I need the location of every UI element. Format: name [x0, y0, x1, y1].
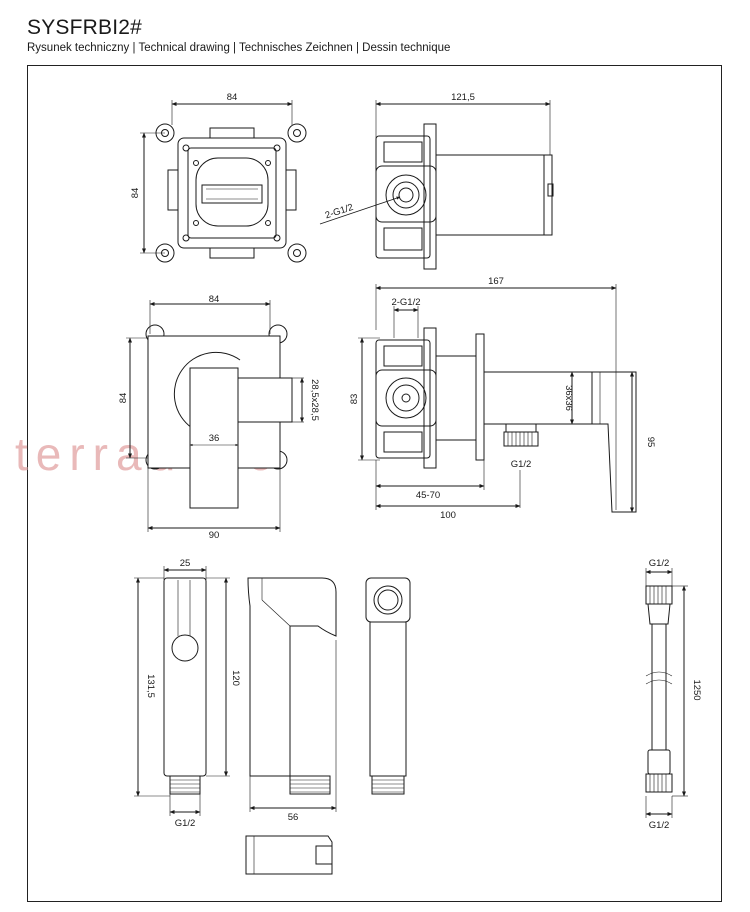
dim-hose-top: G1/2 [649, 558, 670, 569]
dim-handle-body: 120 [230, 670, 241, 686]
dim-handle-width: 25 [180, 558, 191, 569]
dim-handle-side: 56 [288, 812, 299, 823]
dim-plate-square: 28,5x28,5 [309, 379, 320, 421]
dim-box-thread: 2-G1/2 [324, 202, 355, 221]
box-front-view [140, 100, 307, 263]
handle-side-view [247, 577, 337, 812]
dim-side-range: 45-70 [416, 490, 440, 501]
page-subtitle: Rysunek techniczny | Technical drawing |… [27, 42, 451, 54]
dim-side-95: 95 [645, 437, 656, 448]
handle-bottom-view [245, 835, 333, 875]
handle-front-view [134, 566, 230, 816]
dim-handle-thread: G1/2 [175, 818, 196, 829]
handle-head-view [365, 577, 411, 795]
dim-hose-bottom: G1/2 [649, 820, 670, 831]
dim-handle-length: 131,5 [145, 674, 156, 698]
dim-box-depth: 121,5 [451, 92, 475, 103]
dim-box-width: 84 [227, 92, 238, 103]
dim-plate-lever: 36 [209, 433, 220, 444]
drawing-frame [27, 65, 722, 902]
dim-plate-outer: 90 [209, 530, 220, 541]
box-side-view [319, 100, 554, 270]
dim-side-thread: 2-G1/2 [391, 297, 420, 308]
dim-side-total: 167 [488, 276, 504, 287]
dim-side-outlet: G1/2 [511, 459, 532, 470]
mixer-side-view [358, 284, 637, 513]
dim-side-100: 100 [440, 510, 456, 521]
dim-side-height: 83 [349, 394, 360, 405]
dim-side-square: 36x36 [563, 385, 574, 411]
dim-box-height: 84 [130, 188, 141, 199]
dim-hose-length: 1250 [691, 679, 702, 700]
hose-view [645, 568, 688, 818]
plate-front-view [126, 300, 304, 532]
dim-plate-height: 84 [118, 393, 129, 404]
dim-plate-width: 84 [209, 294, 220, 305]
page-title: SYSFRBI2# [27, 16, 143, 39]
